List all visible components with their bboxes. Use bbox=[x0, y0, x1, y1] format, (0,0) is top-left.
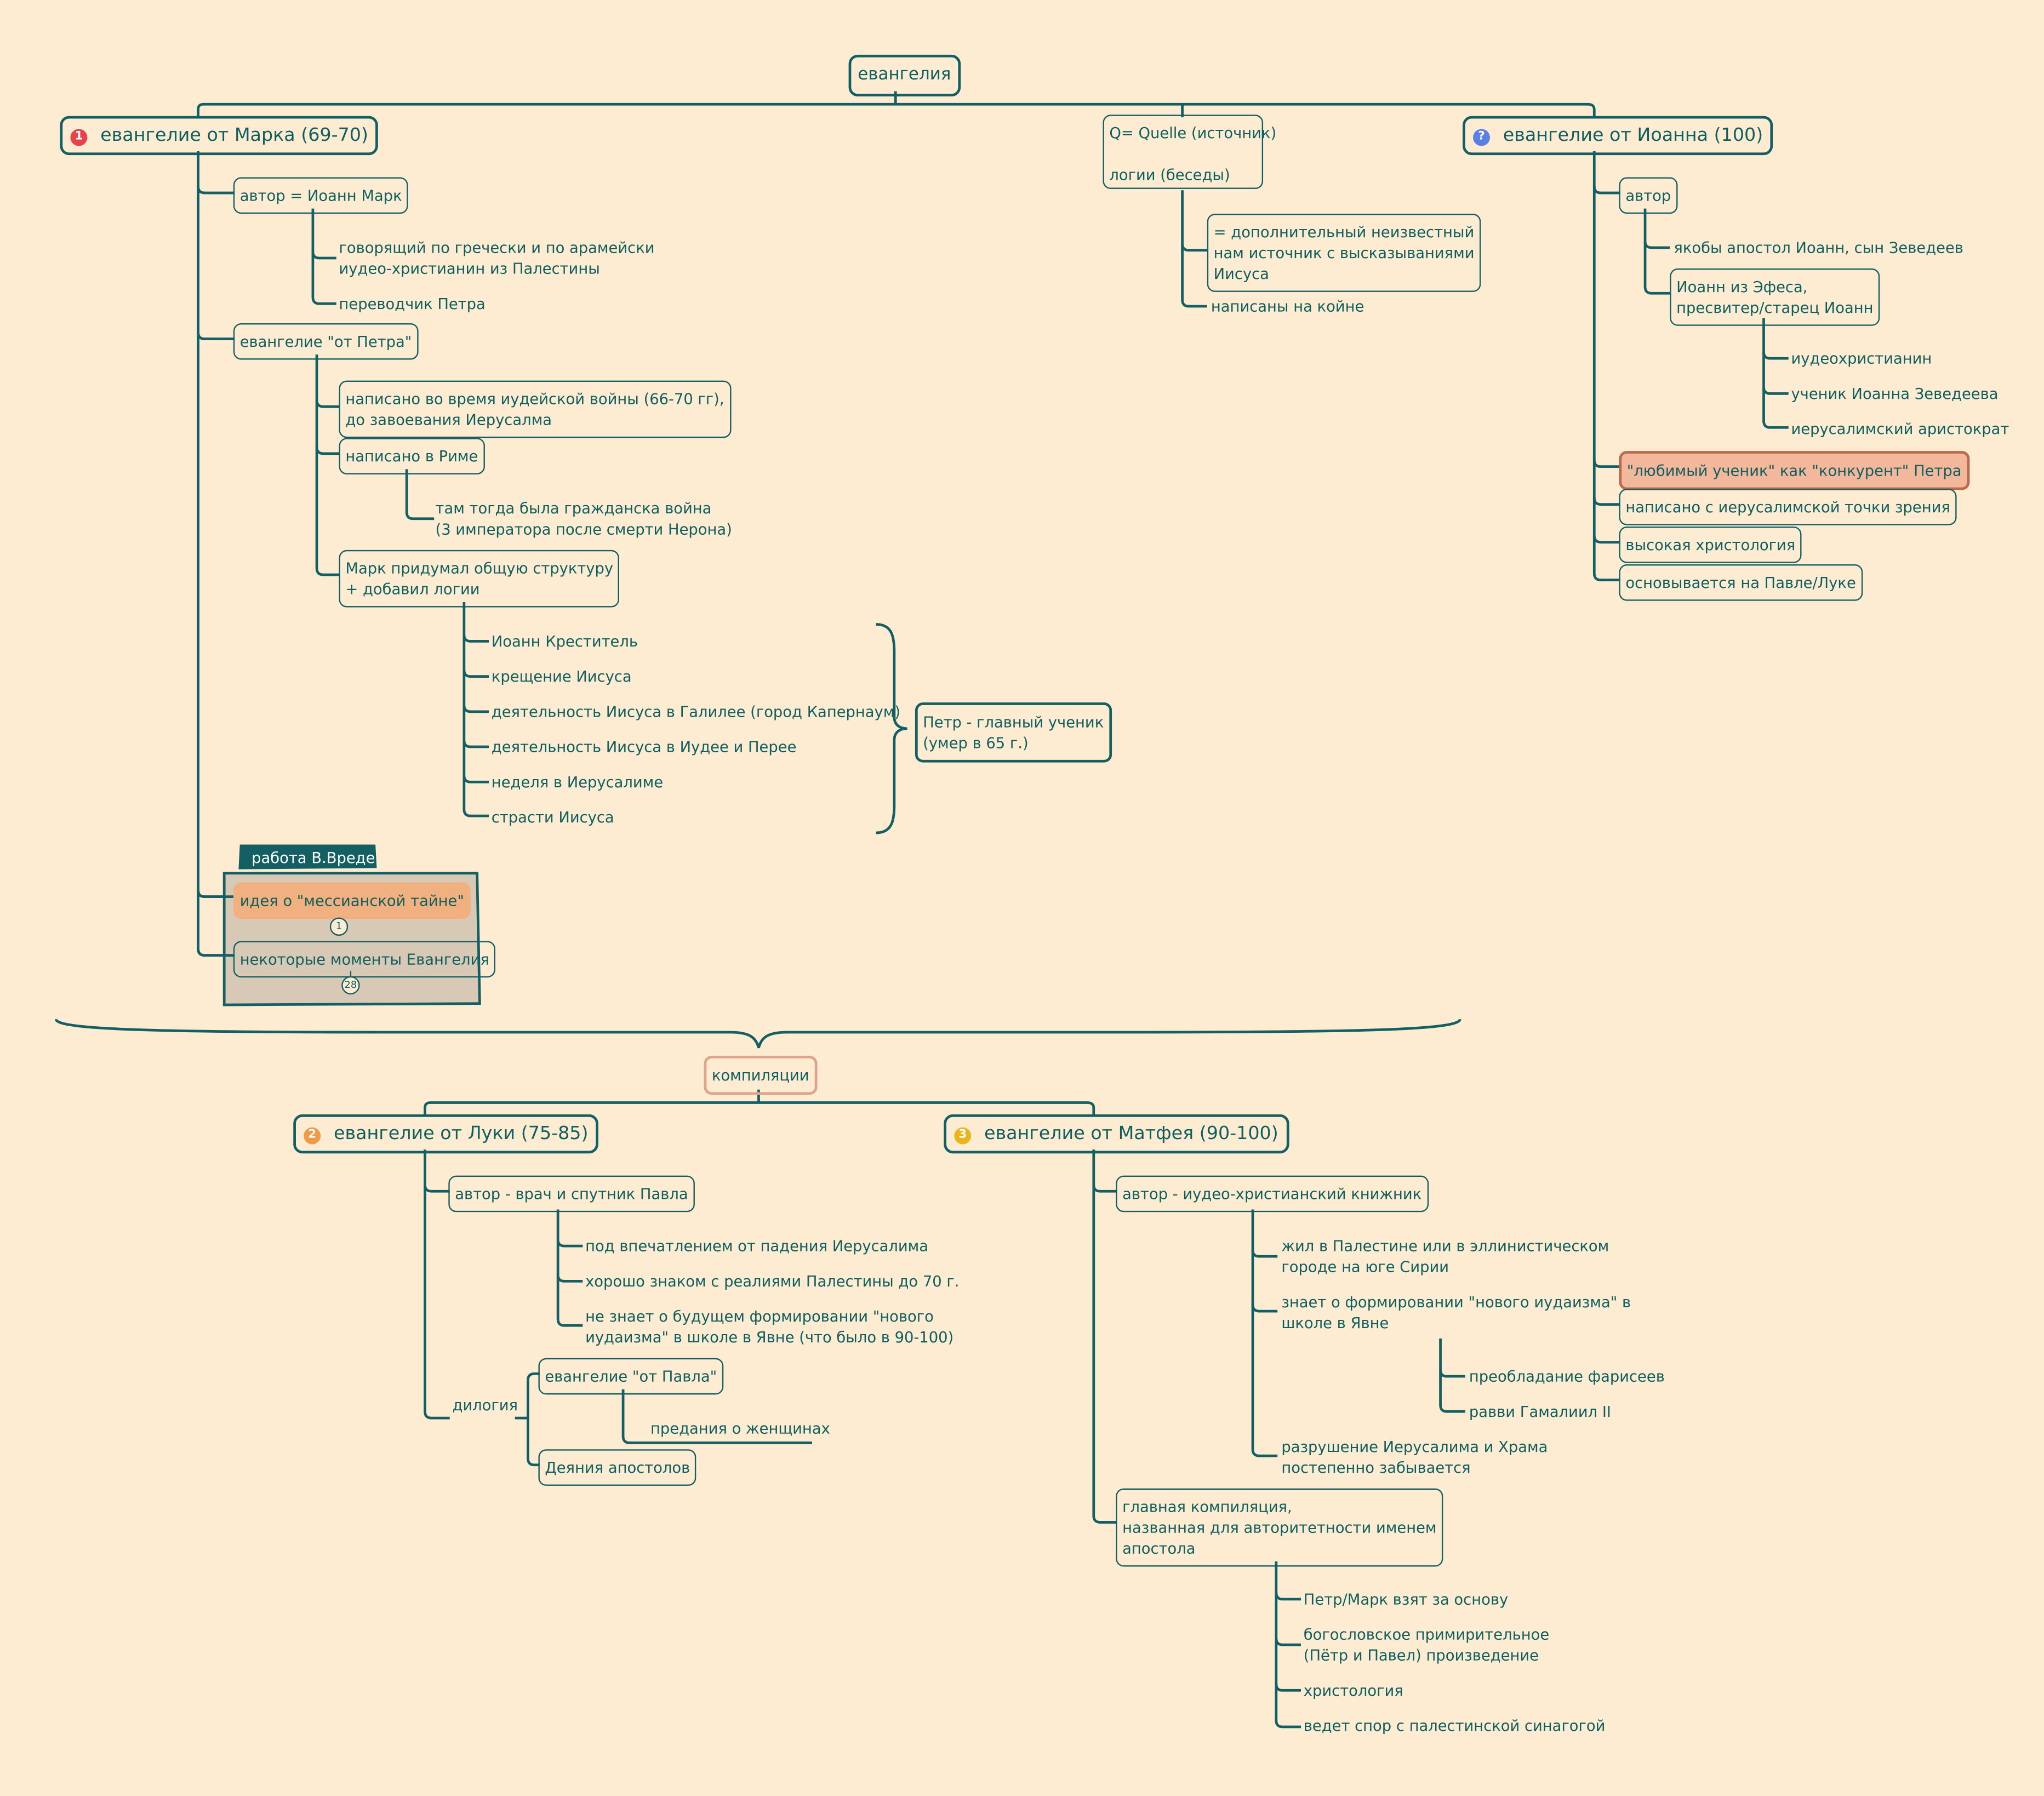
wrede-label: работа В.Вреде bbox=[252, 848, 375, 867]
compilations-node[interactable]: компиляции bbox=[704, 1055, 817, 1095]
matthew-author-detail: жил в Палестине или в эллинистическом го… bbox=[1281, 1237, 1609, 1276]
structure-item: крещение Иисуса bbox=[491, 667, 632, 686]
matthew-author-node[interactable]: автор - иудео-христианский книжник bbox=[1116, 1175, 1429, 1212]
brace-structure bbox=[876, 623, 907, 834]
luke-author-detail: под впечатлением от падения Иерусалима bbox=[585, 1237, 929, 1255]
question-icon: ? bbox=[1473, 129, 1490, 146]
compilation-detail: ведет спор с палестинской синагогой bbox=[1303, 1716, 1606, 1735]
yavne-detail: равви Гамалиил II bbox=[1469, 1402, 1611, 1421]
main-compilation-node[interactable]: главная компиляция, названная для автори… bbox=[1116, 1488, 1443, 1567]
john-author-option: якобы апостол Иоанн, сын Зеведеев bbox=[1674, 238, 1963, 257]
women-traditions: предания о женщинах bbox=[650, 1419, 830, 1438]
john-author-detail: ученик Иоанна Зеведеева bbox=[1791, 384, 1999, 403]
number-3-icon: 3 bbox=[954, 1127, 972, 1145]
messianic-badge[interactable]: 1 bbox=[329, 917, 349, 936]
structure-node[interactable]: Марк придумал общую структуру + добавил … bbox=[339, 550, 620, 608]
structure-item: Иоанн Креститель bbox=[491, 632, 638, 651]
compilation-detail: Петр/Марк взят за основу bbox=[1303, 1590, 1509, 1609]
john-author-detail: иерусалимский аристократ bbox=[1791, 419, 2009, 438]
john-gospel-node[interactable]: ? евангелие от Иоанна (100) bbox=[1463, 116, 1774, 156]
matthew-author-detail: знает о формировании "нового иудаизма" в… bbox=[1281, 1292, 1631, 1332]
wrede-label-background bbox=[238, 844, 377, 870]
mark-author-node[interactable]: автор = Иоанн Марк bbox=[233, 177, 409, 214]
civil-war-note: там тогда была гражданска война (3 импер… bbox=[435, 499, 732, 539]
peter-summary-node[interactable]: Петр - главный ученик (умер в 65 г.) bbox=[915, 702, 1112, 763]
structure-item: деятельность Иисуса в Иудее и Перее bbox=[491, 737, 797, 756]
matthew-author-detail: разрушение Иерусалима и Храма постепенно… bbox=[1281, 1437, 1548, 1477]
some-moments-node[interactable]: некоторые моменты Евангелия bbox=[233, 941, 496, 978]
dilogy-label: дилогия bbox=[452, 1395, 518, 1414]
peter-gospel-node[interactable]: евангелие "от Петра" bbox=[233, 323, 419, 360]
john-author-node[interactable]: автор bbox=[1619, 177, 1678, 214]
moments-badge[interactable]: 28 bbox=[341, 976, 360, 995]
mark-gospel-title: евангелие от Марка (69-70) bbox=[100, 125, 368, 146]
paul-gospel-node[interactable]: евангелие "от Павла" bbox=[538, 1358, 724, 1395]
beloved-disciple-node[interactable]: "любимый ученик" как "конкурент" Петра bbox=[1619, 451, 1969, 490]
luke-author-detail: не знает о будущем формировании "нового … bbox=[585, 1307, 954, 1347]
john-author-option-node[interactable]: Иоанн из Эфеса, пресвитер/старец Иоанн bbox=[1670, 268, 1880, 326]
luke-gospel-node[interactable]: 2 евангелие от Луки (75-85) bbox=[293, 1114, 599, 1154]
luke-author-node[interactable]: автор - врач и спутник Павла bbox=[448, 1175, 695, 1212]
root-node[interactable]: евангелия bbox=[848, 54, 961, 97]
john-gospel-title: евангелие от Иоанна (100) bbox=[1503, 125, 1763, 146]
q-item: написаны на койне bbox=[1211, 297, 1364, 316]
compilation-detail: богословское примирительное (Пётр и Паве… bbox=[1303, 1625, 1550, 1665]
written-in-rome-node[interactable]: написано в Риме bbox=[339, 438, 485, 474]
number-1-icon: 1 bbox=[70, 129, 88, 146]
acts-node[interactable]: Деяния апостолов bbox=[538, 1449, 697, 1486]
structure-item: неделя в Иерусалиме bbox=[491, 773, 664, 791]
john-author-detail: иудеохристианин bbox=[1791, 349, 1932, 368]
john-item-node[interactable]: написано с иерусалимской точки зрения bbox=[1619, 489, 1957, 525]
q-source-node[interactable]: Q= Quelle (источник) логии (беседы) bbox=[1103, 115, 1276, 189]
mark-author-detail: говорящий по гречески и по арамейски иуд… bbox=[339, 238, 655, 278]
matthew-gospel-node[interactable]: 3 евангелие от Матфея (90-100) bbox=[944, 1114, 1289, 1154]
luke-author-detail: хорошо знаком с реалиями Палестины до 70… bbox=[585, 1272, 960, 1291]
structure-item: страсти Иисуса bbox=[491, 808, 614, 827]
structure-item: деятельность Иисуса в Галилее (город Кап… bbox=[491, 702, 901, 721]
john-item-node[interactable]: высокая христология bbox=[1619, 527, 1802, 563]
mark-gospel-node[interactable]: 1 евангелие от Марка (69-70) bbox=[60, 116, 379, 156]
compilation-detail: христология bbox=[1303, 1681, 1403, 1700]
matthew-gospel-title: евангелие от Матфея (90-100) bbox=[984, 1123, 1278, 1145]
written-during-war-node[interactable]: написано во время иудейской войны (66-70… bbox=[339, 380, 731, 438]
number-2-icon: 2 bbox=[304, 1127, 321, 1145]
john-item-node[interactable]: основывается на Павле/Луке bbox=[1619, 564, 1863, 601]
yavne-detail: преобладание фарисеев bbox=[1469, 1367, 1665, 1386]
luke-gospel-title: евангелие от Луки (75-85) bbox=[333, 1123, 589, 1145]
mark-author-detail: переводчик Петра bbox=[339, 294, 486, 313]
messianic-secret-node[interactable]: идея о "мессианской тайне" bbox=[233, 882, 471, 919]
q-item-node[interactable]: = дополнительный неизвестный нам источни… bbox=[1207, 214, 1481, 292]
